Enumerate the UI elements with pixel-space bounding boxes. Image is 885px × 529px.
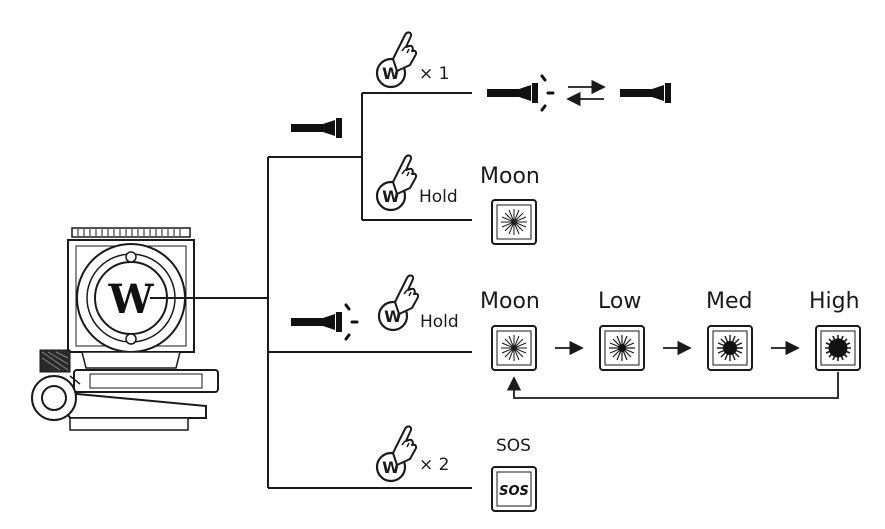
moon-mode-label: Moon	[480, 164, 540, 189]
headlamp-device: W	[31, 227, 219, 431]
w-button-hold-off-icon	[379, 275, 418, 330]
w-button-click-icon	[377, 32, 416, 87]
click-twice-label: × 2	[419, 455, 450, 475]
flashlight-blink-icon	[487, 74, 555, 112]
flashlight-off-icon	[291, 303, 359, 341]
branch-lines	[150, 92, 472, 489]
w-button-hold-icon	[377, 155, 416, 210]
cycle-moon-icon	[491, 325, 537, 371]
cycle-med-icon	[707, 325, 753, 371]
hold-label: Hold	[419, 187, 458, 207]
cycle-low-label: Low	[598, 289, 642, 314]
sos-mode-label: SOS	[496, 436, 531, 456]
cycle-low-icon	[599, 325, 645, 371]
cycle-high-icon	[815, 325, 861, 371]
flashlight-on-icon	[291, 118, 342, 138]
cycle-moon-label: Moon	[480, 289, 540, 314]
w-logo: W	[108, 276, 155, 323]
sos-mode-icon: SOS	[491, 466, 537, 512]
cycle-arrows	[506, 340, 839, 399]
w-button-double-click-icon	[377, 426, 416, 481]
flashlight-steady-icon	[620, 83, 671, 103]
hold-off-label: Hold	[420, 312, 459, 332]
cycle-med-label: Med	[706, 289, 753, 314]
click-once-label: × 1	[419, 64, 450, 84]
sos-icon-text: SOS	[499, 484, 529, 499]
moon-mode-icon	[491, 199, 537, 245]
cycle-high-label: High	[809, 289, 860, 314]
toggle-arrows-icon	[566, 79, 606, 107]
